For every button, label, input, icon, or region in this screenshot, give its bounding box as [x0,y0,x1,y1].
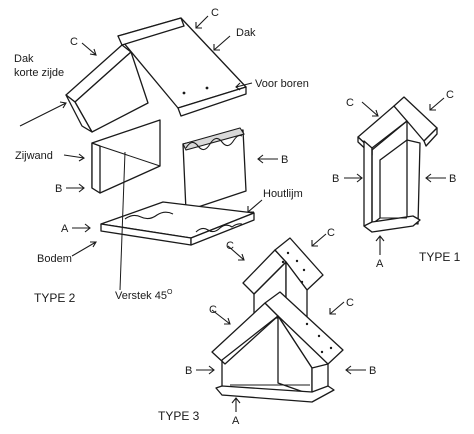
type2-arrows [19,15,278,257]
arrow-b-type1-left [344,173,363,183]
type1-arrows [344,97,446,255]
label-b-type1-left: B [332,173,339,185]
type3-base [215,385,335,403]
type1-house [357,96,438,233]
arrow-b-type3-right [345,365,366,375]
arrow-houtlijm [247,199,263,213]
type3-lower-roof-right [264,291,344,365]
label-c-short-roof: C [70,36,78,48]
arrow-c-short-roof [81,42,97,56]
label-type3: TYPE 3 [158,409,200,423]
arrow-a-type3 [231,397,241,412]
arrow-c-type1-left [361,101,379,117]
label-c-type3-upper-left: C [226,240,234,252]
arrow-voor-boren [235,82,253,91]
drill-hole [205,86,209,90]
arrow-a-base [72,223,91,233]
arrow-dak-korte-zijde [19,101,67,127]
label-c-roof: C [211,7,219,19]
arrow-b-left [66,183,85,193]
type3-arrows [196,233,366,412]
glue-line [185,134,243,151]
label-c-type1-left: C [346,97,354,109]
type1-base [363,215,421,233]
label-verstek: Verstek 45O [115,289,173,302]
label-a-type1: A [376,258,384,270]
label-type1: TYPE 1 [419,250,461,264]
label-houtlijm: Houtlijm [263,188,303,200]
label-c-type3-lower-right: C [346,297,354,309]
label-voor-boren: Voor boren [255,78,309,90]
label-b-type3-right: B [369,365,376,377]
label-dak: Dak [236,27,256,39]
arrow-dak [213,35,231,51]
type2-base [100,201,255,246]
arrow-c-type3-lower-left [211,309,231,325]
label-zijwand: Zijwand [15,150,53,162]
type3-lower-roof-left [211,302,279,365]
label-c-type3-lower-left: C [209,304,217,316]
type1-front-wall [363,140,373,233]
label-b-type3-left: B [185,365,192,377]
label-type2: TYPE 2 [34,291,76,305]
arrow-bodem [71,241,97,257]
label-c-type3-upper-right: C [327,227,335,239]
arrow-c-type3-upper-left [227,245,245,261]
arrow-b-type3-left [196,365,215,375]
type3-upper-roof-right [274,237,324,291]
label-b-type2-left: B [55,183,62,195]
label-b-type1-right: B [449,173,456,185]
arrow-c-type1-right [429,97,445,111]
label-bodem: Bodem [37,253,72,265]
arrow-zijwand [63,153,85,162]
arrow-a-type1 [375,235,385,255]
side-wall-front [91,119,161,194]
type2-roof [65,17,247,133]
label-dak-korte-zijde-line1: Dak [14,53,34,65]
label-dak-korte-zijde-line2: korte zijde [14,67,64,79]
label-a-type2: A [61,223,69,235]
type1-back-wall [406,139,421,225]
label-a-type3: A [232,415,240,427]
arrow-b-right [257,154,278,164]
label-c-type1-right: C [446,89,454,101]
type3-house [211,237,344,403]
label-b-type2-right: B [281,154,288,166]
arrow-c-roof [195,15,209,29]
type3-upper-roof-left [242,249,287,295]
arrow-c-type3-upper-right [311,233,327,247]
arrow-c-type3-lower-right [329,301,345,315]
arrow-b-type1-right [425,173,446,183]
mitre-leader [119,151,126,291]
type2-side-walls [91,119,247,212]
drill-hole [182,91,186,95]
